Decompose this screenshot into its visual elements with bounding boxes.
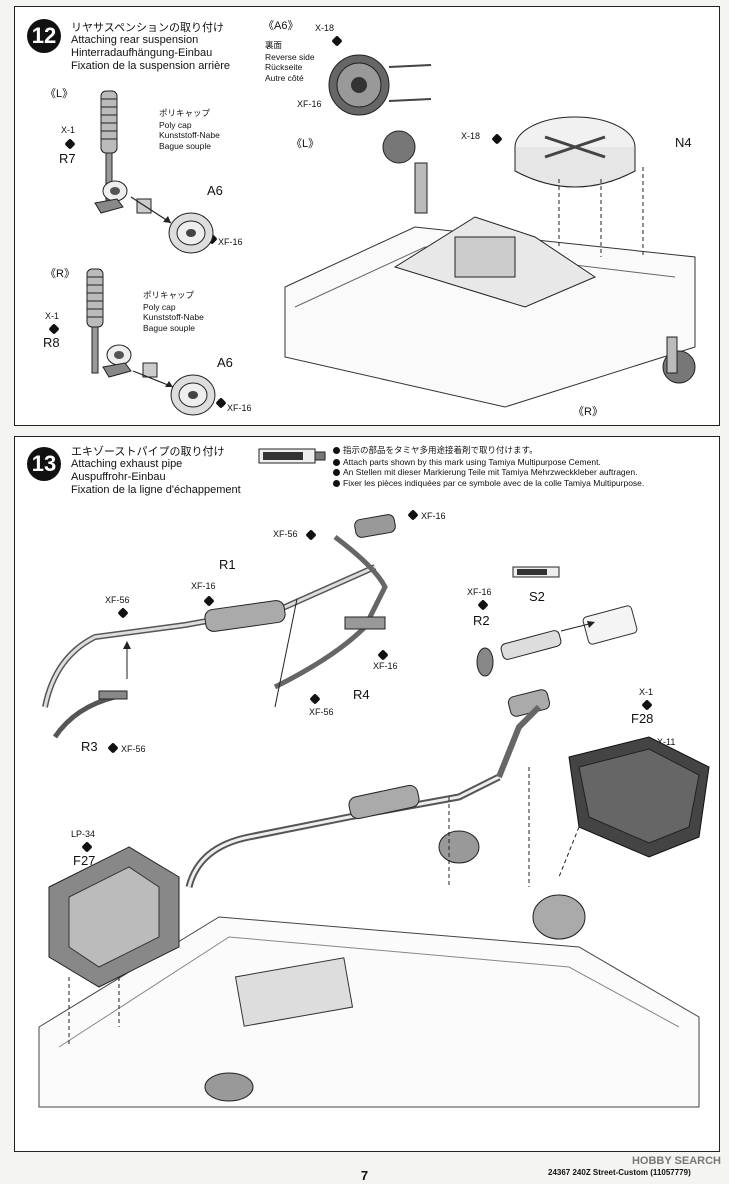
part-r1-label: R1 [219,557,236,572]
xf16-paint-label: XF-16 [373,661,398,671]
part-r2-label: R2 [473,613,490,628]
part-s2-label: S2 [529,589,545,604]
step-title: リヤサスペンションの取り付け Attaching rear suspension… [71,21,230,73]
step-title-jp: リヤサスペンションの取り付け [71,21,225,34]
part-f28-label: F28 [631,711,654,726]
step-title-fr: Fixation de la suspension arrière [71,60,230,72]
exhaust-parts-drawing [42,514,396,739]
cement-note-de: An Stellen mit dieser Markierung Teile m… [343,467,638,477]
reverse-fr: Autre côté [265,72,304,83]
part-n4-label: N4 [675,135,692,150]
cement-tube-icon [258,448,326,464]
poly-cap-jp: ポリキャップ [143,291,195,301]
assembly-left-label: 《L》 [291,138,320,150]
poly-cap-en: Poly cap [143,301,176,312]
x1-paint-label: X-1 [45,311,60,321]
x1-paint-label: X-1 [639,687,654,697]
x11-paint-label: X-11 [657,737,676,747]
left-suspension-drawing [94,90,214,254]
poly-cap-label: ポリキャップ Poly cap Kunststoff-Nabe Bague so… [143,291,204,333]
inset-a6-label: 《A6》 [263,20,299,32]
step-title-jp: エキゾーストパイプの取り付け [71,445,225,458]
poly-cap-jp: ポリキャップ [159,109,211,119]
xf56-paint-label: XF-56 [105,595,130,605]
step-title: エキゾーストパイプの取り付け Attaching exhaust pipe Au… [71,445,241,497]
reverse-de: Rückseite [265,62,303,72]
step-number-badge: 13 [27,447,61,481]
step-number-badge: 12 [27,19,61,53]
poly-cap-fr: Bague souple [159,140,211,151]
kit-code: 24367 240Z Street-Custom (11057779) [548,1168,691,1177]
part-r8-label: R8 [43,335,60,350]
part-f27-label: F27 [73,853,96,868]
right-suspension-drawing [86,268,216,416]
part-a6-label: A6 [217,355,233,370]
cement-note-en: Attach parts shown by this mark using Ta… [343,456,601,467]
step-title-de: Hinterradaufhängung-Einbau [71,47,213,59]
xf16-paint-label: XF-16 [227,403,252,413]
poly-cap-de: Kunststoff-Nabe [159,130,220,140]
left-side-label: 《L》 [45,88,74,100]
rear-chassis-drawing [284,116,696,408]
step-13-panel: 13 エキゾーストパイプの取り付け Attaching exhaust pipe… [14,436,720,1152]
step-12-panel: 12 リヤサスペンションの取り付け Attaching rear suspens… [14,6,720,426]
step-title-de: Auspuffrohr-Einbau [71,471,166,483]
x1-paint-label: X-1 [61,125,76,135]
step-title-en: Attaching exhaust pipe [71,458,183,470]
part-a6-label: A6 [207,183,223,198]
step-title-en: Attaching rear suspension [71,34,199,46]
watermark-text: HOBBY SEARCH [631,1155,721,1167]
paint-drop-icon [64,138,76,150]
inset-gear-drawing [328,54,432,116]
assembly-right-label: 《R》 [573,406,603,418]
poly-cap-de: Kunststoff-Nabe [143,312,204,322]
xf56-paint-label: XF-56 [121,744,146,754]
part-r3-label: R3 [81,739,98,754]
x18-paint-label: X-18 [461,131,481,141]
chassis-exhaust-drawing [38,689,710,1108]
page-number: 7 [360,1168,369,1183]
paint-drop-icon [48,323,60,335]
poly-cap-en: Poly cap [159,119,192,130]
xf16-paint-label: XF-16 [191,581,216,591]
xf16-paint-label: XF-16 [467,587,492,597]
poly-cap-label: ポリキャップ Poly cap Kunststoff-Nabe Bague so… [159,109,220,151]
xf16-paint-label: XF-16 [297,99,322,109]
poly-cap-fr: Bague souple [143,322,195,333]
xf56-paint-label: XF-56 [273,529,298,539]
xf16-paint-label: XF-16 [218,237,243,247]
right-side-label: 《R》 [45,268,75,280]
part-r4-label: R4 [353,687,370,702]
cement-note-fr: Fixer les pièces indiquées par ce symbol… [343,477,645,488]
cement-instructions: 指示の部品をタミヤ多用途接着剤で取り付けます。 Attach parts sho… [333,445,644,488]
xf16-paint-label: XF-16 [421,511,446,521]
x18-paint-label: X-18 [315,23,335,33]
step-title-fr: Fixation de la ligne d'échappement [71,484,241,496]
xf56-paint-label: XF-56 [309,707,334,717]
reverse-side-label: 裏面 Reverse side Rückseite Autre côté [265,41,315,83]
muffler-tip-drawing [476,566,638,677]
part-r7-label: R7 [59,151,76,166]
reverse-jp: 裏面 [265,41,283,51]
cement-note-jp: 指示の部品をタミヤ多用途接着剤で取り付けます。 [343,446,538,456]
reverse-en: Reverse side [265,51,315,62]
lp34-paint-label: LP-34 [71,829,96,839]
